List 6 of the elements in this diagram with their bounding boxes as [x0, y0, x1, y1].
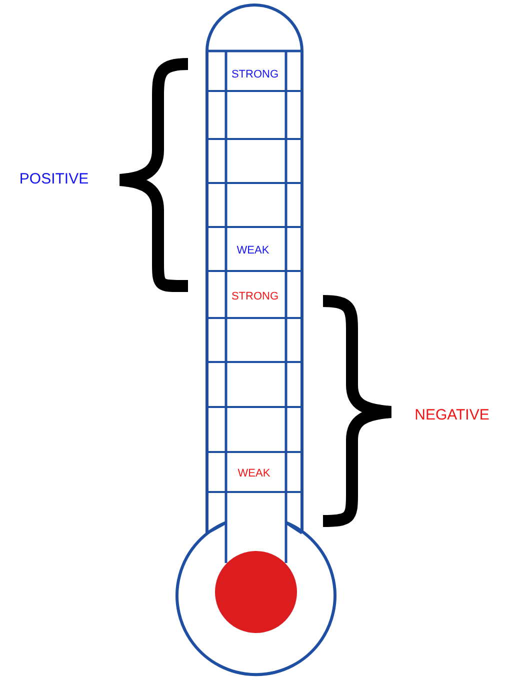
- scale-label: WEAK: [236, 246, 270, 256]
- scale-label: WEAK: [238, 468, 270, 480]
- category-label: NEGATIVE: [414, 408, 490, 422]
- category-label: POSITIVE: [19, 172, 89, 186]
- scale-label: STRONG: [231, 70, 279, 80]
- scale-label: STRONG: [231, 292, 279, 302]
